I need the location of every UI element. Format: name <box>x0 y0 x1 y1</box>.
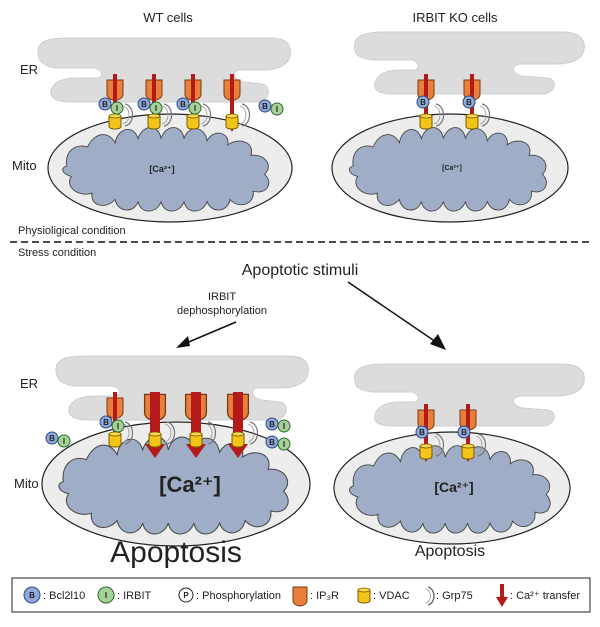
svg-text:B: B <box>269 420 275 429</box>
bcl2l10-icon: B <box>23 586 41 604</box>
svg-text:B: B <box>180 100 186 109</box>
er-shape-wt <box>37 37 291 103</box>
irbit-token: I <box>57 434 71 448</box>
channel-group-ko-stress: B B <box>415 404 487 462</box>
svg-text:B: B <box>103 418 109 427</box>
mitochondrion-wt-stress: [Ca²⁺] <box>41 421 311 547</box>
svg-text:I: I <box>283 422 285 431</box>
svg-text:B: B <box>141 100 147 109</box>
ca-label-ko-stress: [Ca²⁺] <box>434 479 473 495</box>
legend-vdac: : VDAC <box>373 590 410 602</box>
mito-label-top: Mito <box>12 158 37 173</box>
ca-transfer-arrow-icon <box>496 584 508 607</box>
bcl2l10-token: B <box>137 97 151 111</box>
legend-phosphorylation: : Phosphorylation <box>196 590 281 602</box>
bcl2l10-token: B <box>258 99 272 113</box>
legend-ca-transfer: : Ca²⁺ transfer <box>510 590 580 602</box>
svg-text:I: I <box>116 104 118 113</box>
svg-text:I: I <box>276 105 278 114</box>
irbit-token: I <box>110 101 124 115</box>
irbit-token: I <box>277 437 291 451</box>
ip3r-icon <box>292 586 308 607</box>
irbit-dephos-line2: dephosphorylation <box>177 305 267 317</box>
apoptotic-stimuli-label: Apoptotic stimuli <box>242 262 359 279</box>
svg-text:I: I <box>194 104 196 113</box>
svg-text:I: I <box>63 437 65 446</box>
irbit-token: I <box>111 419 125 433</box>
svg-text:B: B <box>466 98 472 107</box>
ca-label-wt: [Ca²⁺] <box>149 164 174 174</box>
irbit-token: I <box>270 102 284 116</box>
bcl2l10-token: B <box>98 97 112 111</box>
ca-label-wt-stress: [Ca²⁺] <box>159 472 221 497</box>
svg-text:B: B <box>419 428 425 437</box>
mitochondrion-wt: [Ca²⁺] <box>47 113 293 223</box>
apoptosis-ko-label: Apoptosis <box>415 543 485 560</box>
mitochondrion-ko-stress: [Ca²⁺] <box>333 431 571 545</box>
bcl2l10-token: B <box>265 435 279 449</box>
legend-bcl2l10: : Bcl2l10 <box>43 590 85 602</box>
irbit-token: I <box>149 101 163 115</box>
legend-grp75: : Grp75 <box>436 590 473 602</box>
svg-text:B: B <box>262 102 268 111</box>
grp75-icon <box>425 586 435 606</box>
svg-text:B: B <box>49 434 55 443</box>
mitochondrion-ko: [Ca²⁺] <box>331 113 569 223</box>
bcl2l10-token: B <box>45 431 59 445</box>
irbit-token: I <box>277 419 291 433</box>
legend: B : Bcl2l10 I : IRBIT P : Phosphorylatio… <box>11 577 591 613</box>
er-label-top: ER <box>20 62 38 77</box>
irbit-dephos-line1: IRBIT <box>208 291 236 303</box>
channel-group-wt: B I B I B I B I <box>98 74 284 132</box>
svg-text:I: I <box>105 591 107 600</box>
bcl2l10-token: B <box>457 425 471 439</box>
svg-text:B: B <box>269 438 275 447</box>
svg-text:I: I <box>283 440 285 449</box>
legend-ip3r: : IP₃R <box>310 590 339 602</box>
channel-group-wt-stress: B I B I B I B I <box>45 392 291 458</box>
svg-text:B: B <box>102 100 108 109</box>
arrow-to-ko-stress <box>347 281 446 350</box>
ca-label-ko: [Ca²⁺] <box>442 164 462 172</box>
svg-text:B: B <box>29 591 35 600</box>
bcl2l10-token: B <box>462 95 476 109</box>
physiological-condition-label: Physioligical condition <box>18 225 126 237</box>
bcl2l10-token: B <box>265 417 279 431</box>
vdac-icon <box>357 587 371 604</box>
svg-text:B: B <box>420 98 426 107</box>
svg-text:P: P <box>183 591 189 600</box>
irbit-token: I <box>188 101 202 115</box>
er-label-bottom: ER <box>20 376 38 391</box>
svg-text:I: I <box>155 104 157 113</box>
phosphorylation-icon: P <box>178 587 194 603</box>
wt-cells-title: WT cells <box>143 10 193 25</box>
bcl2l10-token: B <box>415 425 429 439</box>
channel-group-ko: B B <box>416 74 491 130</box>
irbit-icon: I <box>97 586 115 604</box>
mito-label-bottom: Mito <box>14 476 39 491</box>
stress-condition-label: Stress condition <box>18 247 96 259</box>
apoptosis-wt-label: Apoptosis <box>110 536 242 569</box>
bcl2l10-token: B <box>99 415 113 429</box>
legend-irbit: : IRBIT <box>117 590 152 602</box>
bcl2l10-token: B <box>176 97 190 111</box>
bcl2l10-token: B <box>416 95 430 109</box>
er-shape-wt-stress <box>55 355 309 421</box>
svg-text:I: I <box>117 422 119 431</box>
arrow-to-wt-stress <box>176 321 237 348</box>
svg-text:B: B <box>461 428 467 437</box>
ko-cells-title: IRBIT KO cells <box>412 10 498 25</box>
